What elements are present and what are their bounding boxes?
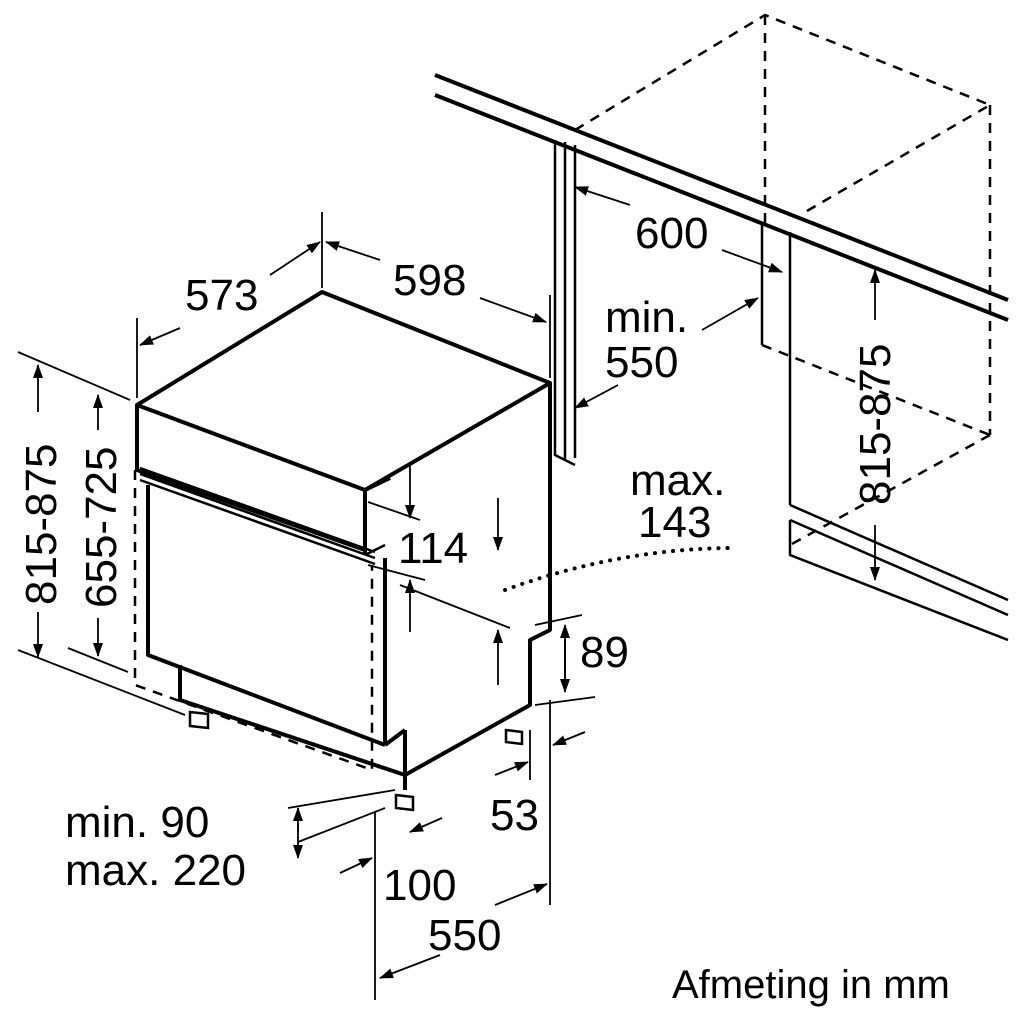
dim-body-height: 655-725 [77,447,126,608]
dim-bottom-depth: 550 [428,911,501,960]
dimension-lines [17,186,880,1000]
dim-foot-line2: max. 220 [65,846,246,895]
dishwasher-body [133,290,552,812]
dim-top-depth: 573 [185,271,258,320]
dim-top-width: 598 [393,256,466,305]
dim-plinth-height: 89 [580,628,629,677]
dim-niche-depth-line2: 550 [605,338,678,387]
dim-foot-line1: min. 90 [65,798,209,847]
kitchen-niche [434,13,1009,642]
dim-niche-depth-line1: min. [605,293,688,342]
dim-foot-offset: 100 [383,861,456,910]
units-caption: Afmeting in mm [672,963,950,1007]
dim-total-height: 815-875 [17,444,66,605]
dim-hose-line1: max. [630,456,725,505]
dim-plinth-depth: 53 [490,791,539,840]
dim-hose-line2: 143 [638,498,711,547]
dim-niche-width: 600 [635,209,708,258]
dim-niche-height: 815-875 [851,344,900,505]
dim-panel-height: 114 [398,524,468,573]
